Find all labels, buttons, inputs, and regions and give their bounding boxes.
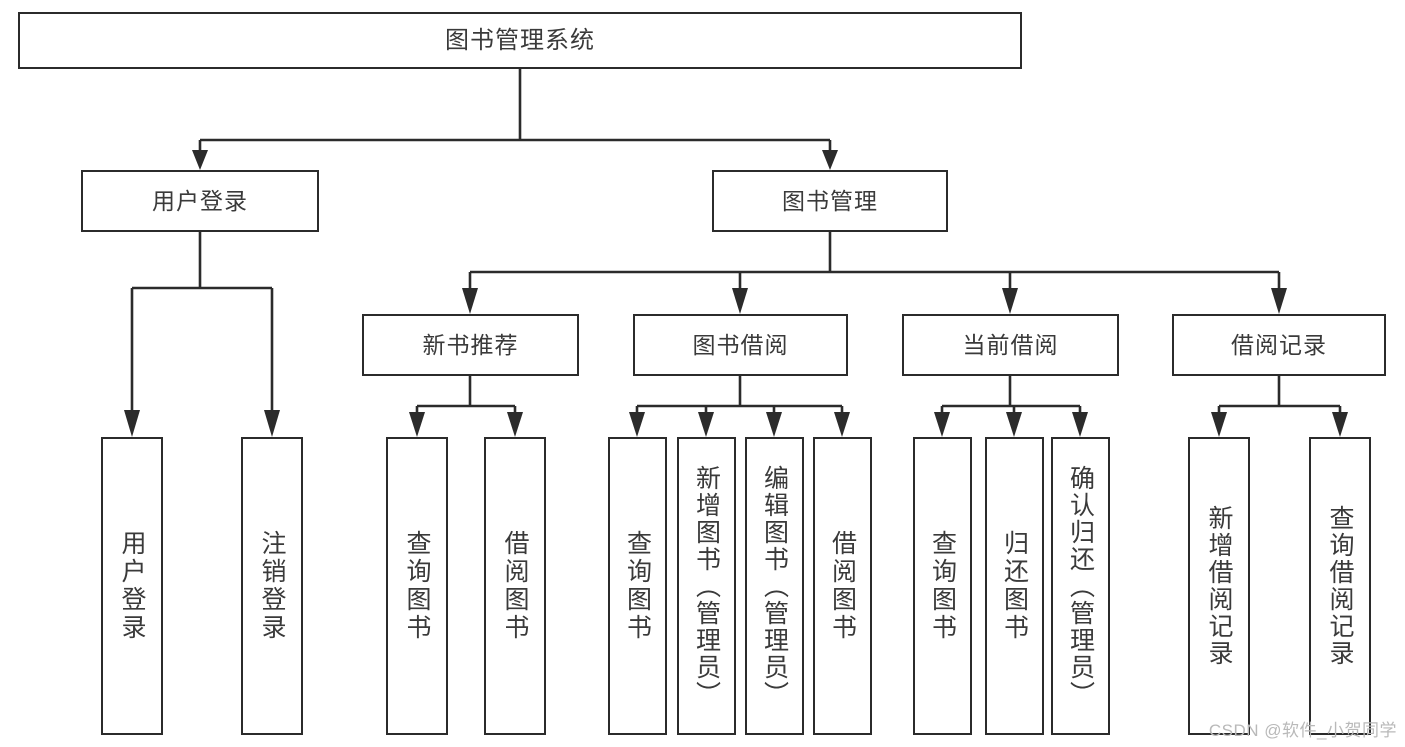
- leaf-query-book-cb-label: 查询图书: [928, 530, 957, 642]
- node-book-management[interactable]: 图书管理: [712, 170, 948, 232]
- arrow-borrow-record: [1271, 288, 1287, 314]
- leaf-add-borrow-record-label: 新增借阅记录: [1205, 505, 1233, 667]
- arrow-book-borrow: [732, 288, 748, 314]
- leaf-borrow-book-bb[interactable]: 借阅图书: [813, 437, 872, 735]
- arrow-book-management: [822, 150, 838, 170]
- node-book-borrow[interactable]: 图书借阅: [633, 314, 848, 376]
- leaf-user-login-label: 用户登录: [118, 530, 146, 642]
- leaf-query-borrow-record-label: 查询借阅记录: [1326, 505, 1354, 667]
- arrow-bb-leaf-1: [629, 412, 645, 437]
- node-new-book-recommend-label: 新书推荐: [422, 331, 519, 358]
- arrow-br-leaf-1: [1211, 412, 1227, 437]
- leaf-borrow-book-nbr-label: 借阅图书: [501, 530, 529, 642]
- arrow-nbr-leaf-1: [409, 412, 425, 437]
- arrow-user-leaf-2: [264, 410, 280, 437]
- arrow-cb-leaf-3: [1072, 412, 1088, 437]
- node-borrow-record-label: 借阅记录: [1231, 331, 1327, 358]
- arrow-nbr-leaf-2: [507, 412, 523, 437]
- node-user-login[interactable]: 用户登录: [81, 170, 319, 232]
- arrow-new-book-rec: [462, 288, 478, 314]
- leaf-return-book-label: 归还图书: [1000, 530, 1029, 642]
- leaf-query-book-nbr[interactable]: 查询图书: [386, 437, 448, 735]
- arrow-cb-leaf-2: [1006, 412, 1022, 437]
- leaf-edit-book-admin[interactable]: 编辑图书（管理员）: [745, 437, 804, 735]
- leaf-user-login[interactable]: 用户登录: [101, 437, 163, 735]
- leaf-logout-label: 注销登录: [258, 530, 286, 642]
- leaf-return-book[interactable]: 归还图书: [985, 437, 1044, 735]
- leaf-borrow-book-nbr[interactable]: 借阅图书: [484, 437, 546, 735]
- leaf-confirm-return-admin-label: 确认归还（管理员）: [1066, 464, 1095, 708]
- node-current-borrow-label: 当前借阅: [962, 331, 1059, 358]
- watermark: CSDN @软件_小贺同学: [1208, 721, 1397, 740]
- arrow-current-borrow: [1002, 288, 1018, 314]
- arrow-bb-leaf-4: [834, 412, 850, 437]
- leaf-add-borrow-record[interactable]: 新增借阅记录: [1188, 437, 1250, 735]
- leaf-add-book-admin[interactable]: 新增图书（管理员）: [677, 437, 736, 735]
- leaf-add-book-admin-label: 新增图书（管理员）: [692, 464, 721, 708]
- arrow-br-leaf-2: [1332, 412, 1348, 437]
- node-user-login-label: 用户登录: [152, 187, 248, 214]
- leaf-confirm-return-admin[interactable]: 确认归还（管理员）: [1051, 437, 1110, 735]
- leaf-logout[interactable]: 注销登录: [241, 437, 303, 735]
- node-book-borrow-label: 图书借阅: [692, 331, 789, 358]
- arrow-user-leaf-1: [124, 410, 140, 437]
- arrow-bb-leaf-2: [698, 412, 714, 437]
- node-book-management-label: 图书管理: [782, 187, 878, 214]
- leaf-query-book-cb[interactable]: 查询图书: [913, 437, 972, 735]
- arrow-cb-leaf-1: [934, 412, 950, 437]
- arrow-bb-leaf-3: [766, 412, 782, 437]
- arrow-user-login: [192, 150, 208, 170]
- node-root[interactable]: 图书管理系统: [18, 12, 1022, 69]
- leaf-query-borrow-record[interactable]: 查询借阅记录: [1309, 437, 1371, 735]
- leaf-query-book-bb[interactable]: 查询图书: [608, 437, 667, 735]
- node-new-book-recommend[interactable]: 新书推荐: [362, 314, 579, 376]
- node-root-label: 图书管理系统: [445, 26, 595, 54]
- node-current-borrow[interactable]: 当前借阅: [902, 314, 1119, 376]
- leaf-edit-book-admin-label: 编辑图书（管理员）: [760, 464, 789, 708]
- leaf-query-book-bb-label: 查询图书: [623, 530, 652, 642]
- leaf-borrow-book-bb-label: 借阅图书: [828, 530, 857, 642]
- leaf-query-book-nbr-label: 查询图书: [403, 530, 431, 642]
- node-borrow-record[interactable]: 借阅记录: [1172, 314, 1386, 376]
